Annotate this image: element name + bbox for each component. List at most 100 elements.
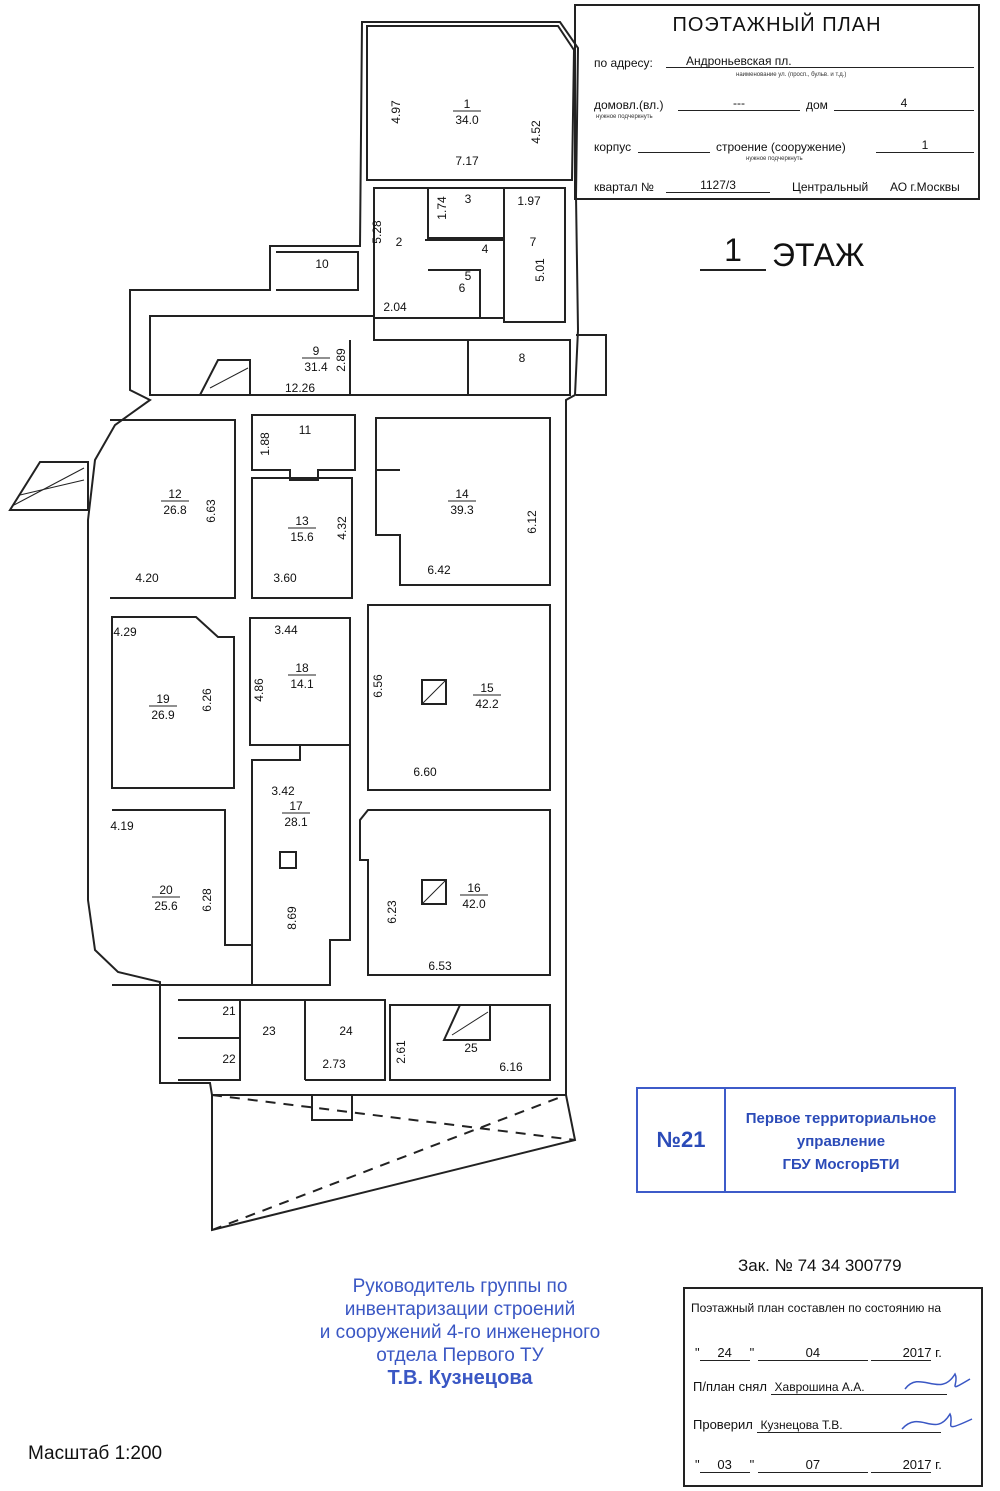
room-number: 4 — [482, 242, 489, 256]
dimension-label: 3.42 — [271, 784, 295, 798]
status-heading: Поэтажный план составлен по состоянию на — [691, 1301, 942, 1315]
room-number: 3 — [465, 192, 472, 206]
stamp-org-line3: ГБУ МосгорБТИ — [782, 1156, 900, 1173]
dimension-label: 2.04 — [383, 300, 407, 314]
room-number: 7 — [530, 235, 537, 249]
room-area: 26.9 — [151, 708, 175, 722]
room-number: 1 — [464, 97, 471, 111]
room-number: 8 — [519, 351, 526, 365]
header-title: ПОЭТАЖНЫЙ ПЛАН — [672, 14, 882, 36]
room-number: 25 — [464, 1041, 478, 1055]
bti-stamp: №21 Первое территориальное управление ГБ… — [636, 1087, 956, 1193]
date2: "03" 07 2017 г. — [695, 1457, 942, 1473]
order-number: Зак. № 74 34 300779 — [738, 1256, 902, 1275]
plan-hatching — [13, 367, 489, 1036]
dimension-label: 6.16 — [499, 1060, 523, 1074]
room-number: 12 — [168, 487, 182, 501]
room-number: 18 — [295, 661, 309, 675]
dimension-label: 6.26 — [200, 688, 214, 712]
signer-line3: и сооружений 4-го инженерного — [319, 1322, 601, 1343]
room-area: 42.0 — [462, 897, 486, 911]
address-value: Андроньевская пл. — [666, 54, 974, 68]
dimension-label: 2.89 — [334, 348, 348, 372]
dimension-label: 6.28 — [200, 888, 214, 912]
date2-year: 2017 — [871, 1457, 932, 1473]
dimension-label: 1.97 — [517, 194, 541, 208]
domovl-note: нужное подчеркнуть — [596, 114, 653, 120]
dimension-label: 12.26 — [285, 381, 315, 395]
stamp-org-line2: управление — [796, 1133, 886, 1150]
dimension-label: 6.12 — [525, 510, 539, 534]
korpus-label: корпус — [594, 140, 632, 154]
date1: "24" 04 2017 г. — [695, 1345, 942, 1361]
plan-walls — [8, 21, 607, 1232]
room-number: 19 — [156, 692, 170, 706]
dimension-label: 2.73 — [322, 1057, 346, 1071]
date1-suffix: г. — [935, 1345, 942, 1360]
dimension-label: 5.28 — [370, 220, 384, 244]
dimension-label: 8.69 — [285, 906, 299, 930]
date2-month: 07 — [757, 1457, 868, 1473]
dimension-label: 4.29 — [113, 625, 137, 639]
made-by: Хаврошина А.А. — [770, 1380, 947, 1395]
district-value: Центральный — [792, 180, 869, 194]
room-number: 24 — [339, 1024, 353, 1038]
date2-suffix: г. — [935, 1457, 942, 1472]
room-number: 21 — [222, 1004, 236, 1018]
made-label: П/план снял — [693, 1379, 767, 1394]
room-number: 22 — [222, 1052, 236, 1066]
dimension-label: 6.60 — [413, 765, 437, 779]
dimension-label: 5.01 — [533, 258, 547, 282]
room-area: 39.3 — [450, 503, 474, 517]
room-area: 42.2 — [475, 697, 499, 711]
date2-day: 03 — [699, 1457, 750, 1473]
address-label: по адресу: — [594, 56, 653, 70]
korpus-value — [638, 138, 710, 153]
dimension-label: 6.56 — [371, 674, 385, 698]
room-number: 17 — [289, 799, 303, 813]
checked-label: Проверил — [693, 1417, 753, 1432]
dimension-label: 7.17 — [455, 154, 479, 168]
dimension-label: 6.63 — [204, 499, 218, 523]
signer-line4: отдела Первого ТУ — [376, 1345, 544, 1366]
stamp-org-line1: Первое территориальное — [745, 1110, 937, 1127]
room-number: 23 — [262, 1024, 276, 1038]
address-note: наименование ул. (просп., бульв. и т.д.) — [736, 72, 847, 78]
date1-year: 2017 — [871, 1345, 932, 1361]
room-number: 15 — [480, 681, 494, 695]
room-area: 31.4 — [304, 360, 328, 374]
floor-word: ЭТАЖ — [772, 237, 865, 273]
district-suffix: АО г.Москвы — [890, 180, 960, 194]
room-number: 2 — [396, 235, 403, 249]
room-number: 13 — [295, 514, 309, 528]
room-number: 16 — [467, 881, 481, 895]
room-number: 20 — [159, 883, 173, 897]
dimension-label: 6.53 — [428, 959, 452, 973]
room-number: 10 — [315, 257, 329, 271]
room-number: 5 — [465, 269, 472, 283]
scale-label: Масштаб 1:200 — [28, 1443, 163, 1464]
made-by-row: П/план снял Хаврошина А.А. — [693, 1379, 947, 1395]
stroenie-label: строение (сооружение) — [716, 140, 846, 154]
dom-label: дом — [806, 98, 828, 112]
date1-month: 04 — [757, 1345, 868, 1361]
signer-name: Т.В. Кузнецова — [387, 1367, 533, 1389]
dimension-label: 4.32 — [335, 516, 349, 540]
stroenie-value: 1 — [876, 138, 974, 153]
signer-block: Руководитель группы по инвентаризации ст… — [250, 1275, 670, 1390]
signature-scribbles — [901, 1372, 973, 1430]
signer-line1: Руководитель группы по — [352, 1276, 568, 1297]
dimension-label: 6.42 — [427, 563, 451, 577]
dimension-label: 1.74 — [435, 196, 449, 220]
dimension-label: 4.20 — [135, 571, 159, 585]
kvartal-label: квартал № — [594, 180, 654, 194]
dimension-label: 4.97 — [389, 100, 403, 124]
dom-value: 4 — [834, 96, 974, 111]
stroenie-note: нужное подчеркнуть — [746, 156, 803, 162]
room-number: 9 — [313, 344, 320, 358]
header-box: ПОЭТАЖНЫЙ ПЛАН по адресу: Андроньевская … — [574, 4, 980, 200]
domovl-value: --- — [678, 96, 800, 111]
dimension-label: 2.61 — [394, 1040, 408, 1064]
dimension-label: 4.19 — [110, 819, 134, 833]
